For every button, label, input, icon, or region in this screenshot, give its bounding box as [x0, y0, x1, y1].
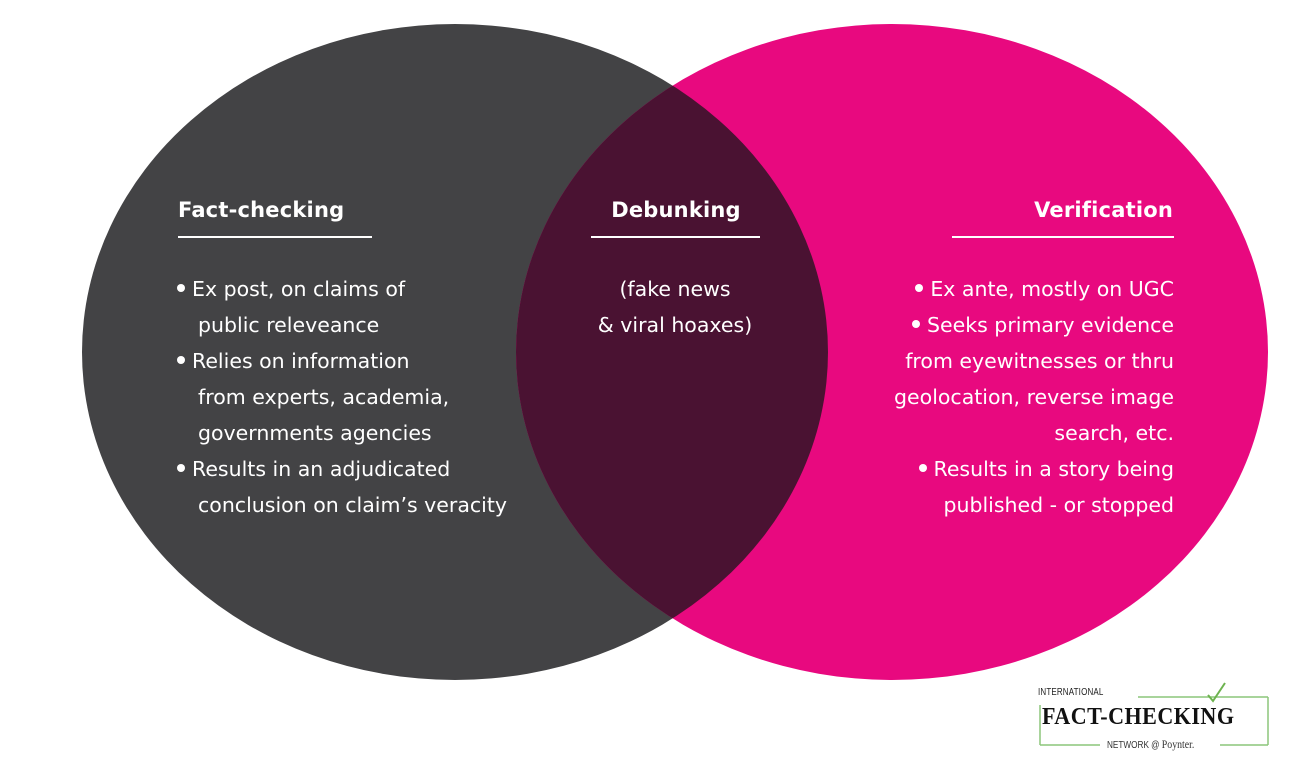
debunking-rule	[591, 236, 760, 238]
debunking-description: (fake news & viral hoaxes)	[570, 271, 780, 343]
debunking-overlap	[516, 24, 828, 680]
verification-heading: Verification	[1034, 198, 1173, 222]
bullet-text: Ex post, on claims of	[192, 277, 406, 301]
bullet-item: Results in an adjudicated	[177, 451, 507, 487]
ifcn-logo: INTERNATIONAL FACT-CHECKING NETWORK @ Po…	[1030, 675, 1280, 755]
debunking-line: & viral hoaxes)	[597, 313, 753, 337]
bullet-text: conclusion on claim’s veracity	[198, 493, 508, 517]
logo-international: INTERNATIONAL	[1038, 687, 1104, 698]
logo-network-prefix: NETWORK @	[1107, 740, 1160, 751]
bullet-continuation: conclusion on claim’s veracity	[177, 487, 507, 523]
bullet-continuation: search, etc.	[894, 415, 1174, 451]
bullet-text: geolocation, reverse image	[894, 385, 1174, 409]
bullet-text: Results in a story being	[933, 457, 1175, 481]
bullet-item: Results in a story being	[894, 451, 1174, 487]
bullet-text: governments agencies	[198, 421, 432, 445]
verification-rule	[952, 236, 1174, 238]
bullet-text: search, etc.	[1054, 421, 1174, 445]
bullet-item: Ex post, on claims of	[177, 271, 507, 307]
bullet-text: from experts, academia,	[198, 385, 450, 409]
bullet-item: Relies on information	[177, 343, 507, 379]
bullet-continuation: from experts, academia,	[177, 379, 507, 415]
verification-list: Ex ante, mostly on UGC Seeks primary evid…	[894, 271, 1174, 523]
logo-poynter: Poynter.	[1161, 737, 1195, 751]
bullet-item: Seeks primary evidence	[894, 307, 1174, 343]
fact-checking-heading: Fact-checking	[178, 198, 345, 222]
debunking-line: (fake news	[619, 277, 731, 301]
bullet-text: from eyewitnesses or thru	[905, 349, 1174, 373]
bullet-continuation: published - or stopped	[894, 487, 1174, 523]
bullet-icon	[915, 284, 924, 292]
bullet-icon	[918, 464, 927, 472]
bullet-text: Ex ante, mostly on UGC	[930, 277, 1174, 301]
bullet-icon	[177, 356, 185, 364]
bullet-text: Relies on information	[192, 349, 410, 373]
fact-checking-rule	[178, 236, 372, 238]
bullet-continuation: governments agencies	[177, 415, 507, 451]
bullet-text: Results in an adjudicated	[192, 457, 451, 481]
bullet-text: published - or stopped	[943, 493, 1174, 517]
bullet-text: Seeks primary evidence	[927, 313, 1174, 337]
logo-fact-checking: FACT-CHECKING	[1042, 704, 1235, 730]
bullet-icon	[912, 320, 920, 328]
logo-network: NETWORK @ Poynter.	[1107, 737, 1194, 752]
bullet-icon	[177, 284, 185, 292]
bullet-icon	[177, 464, 185, 472]
bullet-text: public releveance	[198, 313, 380, 337]
logo-frame	[1039, 682, 1269, 746]
bullet-continuation: public releveance	[177, 307, 507, 343]
bullet-continuation: geolocation, reverse image	[894, 379, 1174, 415]
bullet-continuation: from eyewitnesses or thru	[894, 343, 1174, 379]
debunking-heading: Debunking	[611, 198, 741, 222]
checkmark-icon	[1207, 682, 1226, 703]
bullet-item: Ex ante, mostly on UGC	[894, 271, 1174, 307]
